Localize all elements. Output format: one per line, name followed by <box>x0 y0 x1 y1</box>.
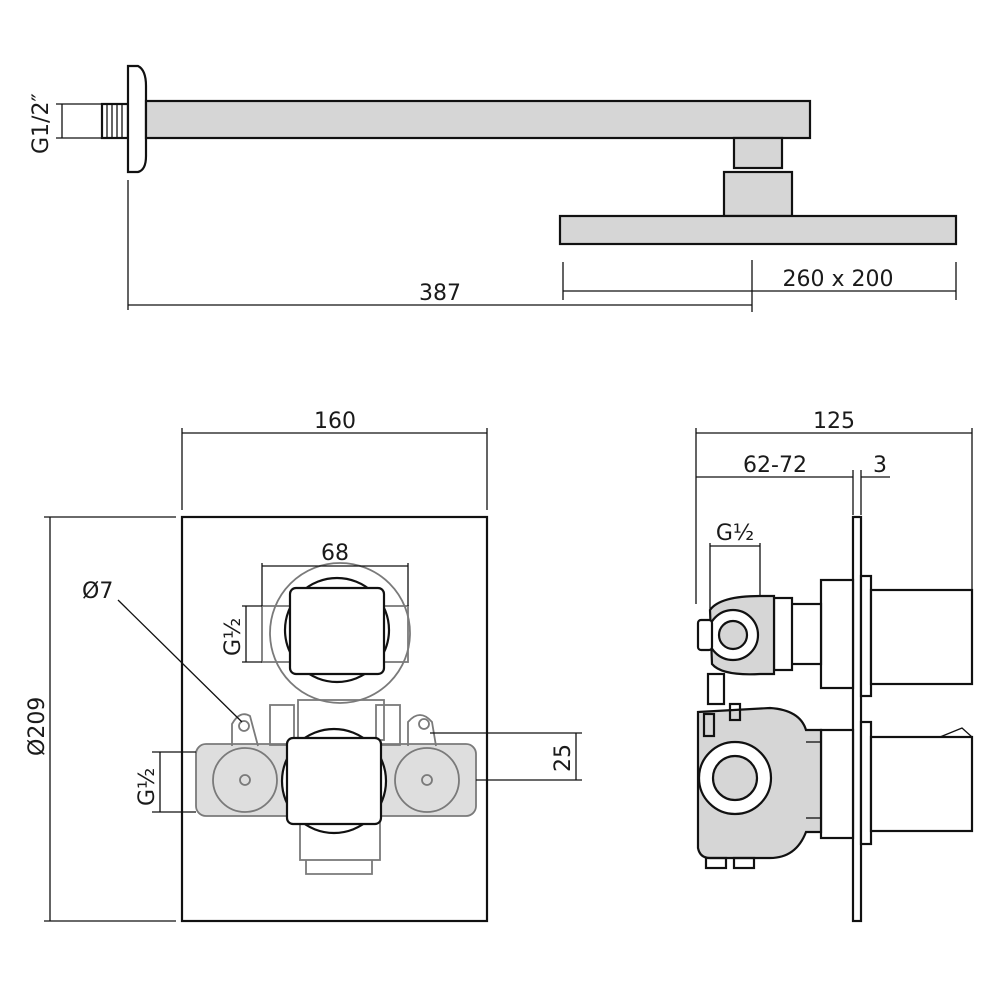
valve-height-label: Ø209 <box>25 697 50 756</box>
arm-connector <box>732 136 784 170</box>
side-inlet-label: G½ <box>135 768 160 806</box>
upper-escutcheon <box>819 578 855 690</box>
top-handle <box>288 586 386 676</box>
upper-handle-side <box>869 588 974 686</box>
head-size-label: 260 x 200 <box>783 267 894 292</box>
install-depth-label: 62-72 <box>743 453 807 478</box>
arm-thread <box>100 102 130 140</box>
valve-depth-label: 125 <box>813 409 855 434</box>
valve-width-label: 160 <box>314 409 356 434</box>
shower-arm <box>144 99 812 140</box>
cover-plate <box>180 515 489 923</box>
shower-head <box>558 214 958 246</box>
shower-arm-drawing: G1/2″ 387 260 x 200 <box>29 64 958 312</box>
bottom-handle <box>285 736 383 826</box>
thread-size-label: G1/2″ <box>29 93 54 154</box>
arm-length-label: 387 <box>419 281 461 306</box>
upper-rosette <box>859 574 873 698</box>
side-cover-plate <box>851 515 863 923</box>
inlet-spacing-label: 68 <box>321 541 349 566</box>
valve-front-drawing: 160 Ø209 68 Ø7 G½ G½ 25 <box>25 409 582 923</box>
lower-rosette <box>859 720 873 846</box>
plate-thickness-label: 3 <box>873 453 887 478</box>
head-joint <box>722 170 794 218</box>
side-view-inlet-label: G½ <box>716 521 754 546</box>
hole-diameter-label: Ø7 <box>82 579 113 604</box>
lower-handle-side <box>869 735 974 833</box>
wall-flange <box>126 64 148 174</box>
side-valve-body <box>696 594 823 870</box>
offset-label: 25 <box>551 744 576 772</box>
top-inlet-label: G½ <box>221 618 246 656</box>
valve-side-drawing: 125 62-72 3 G½ <box>695 409 974 923</box>
lower-escutcheon <box>819 728 855 840</box>
